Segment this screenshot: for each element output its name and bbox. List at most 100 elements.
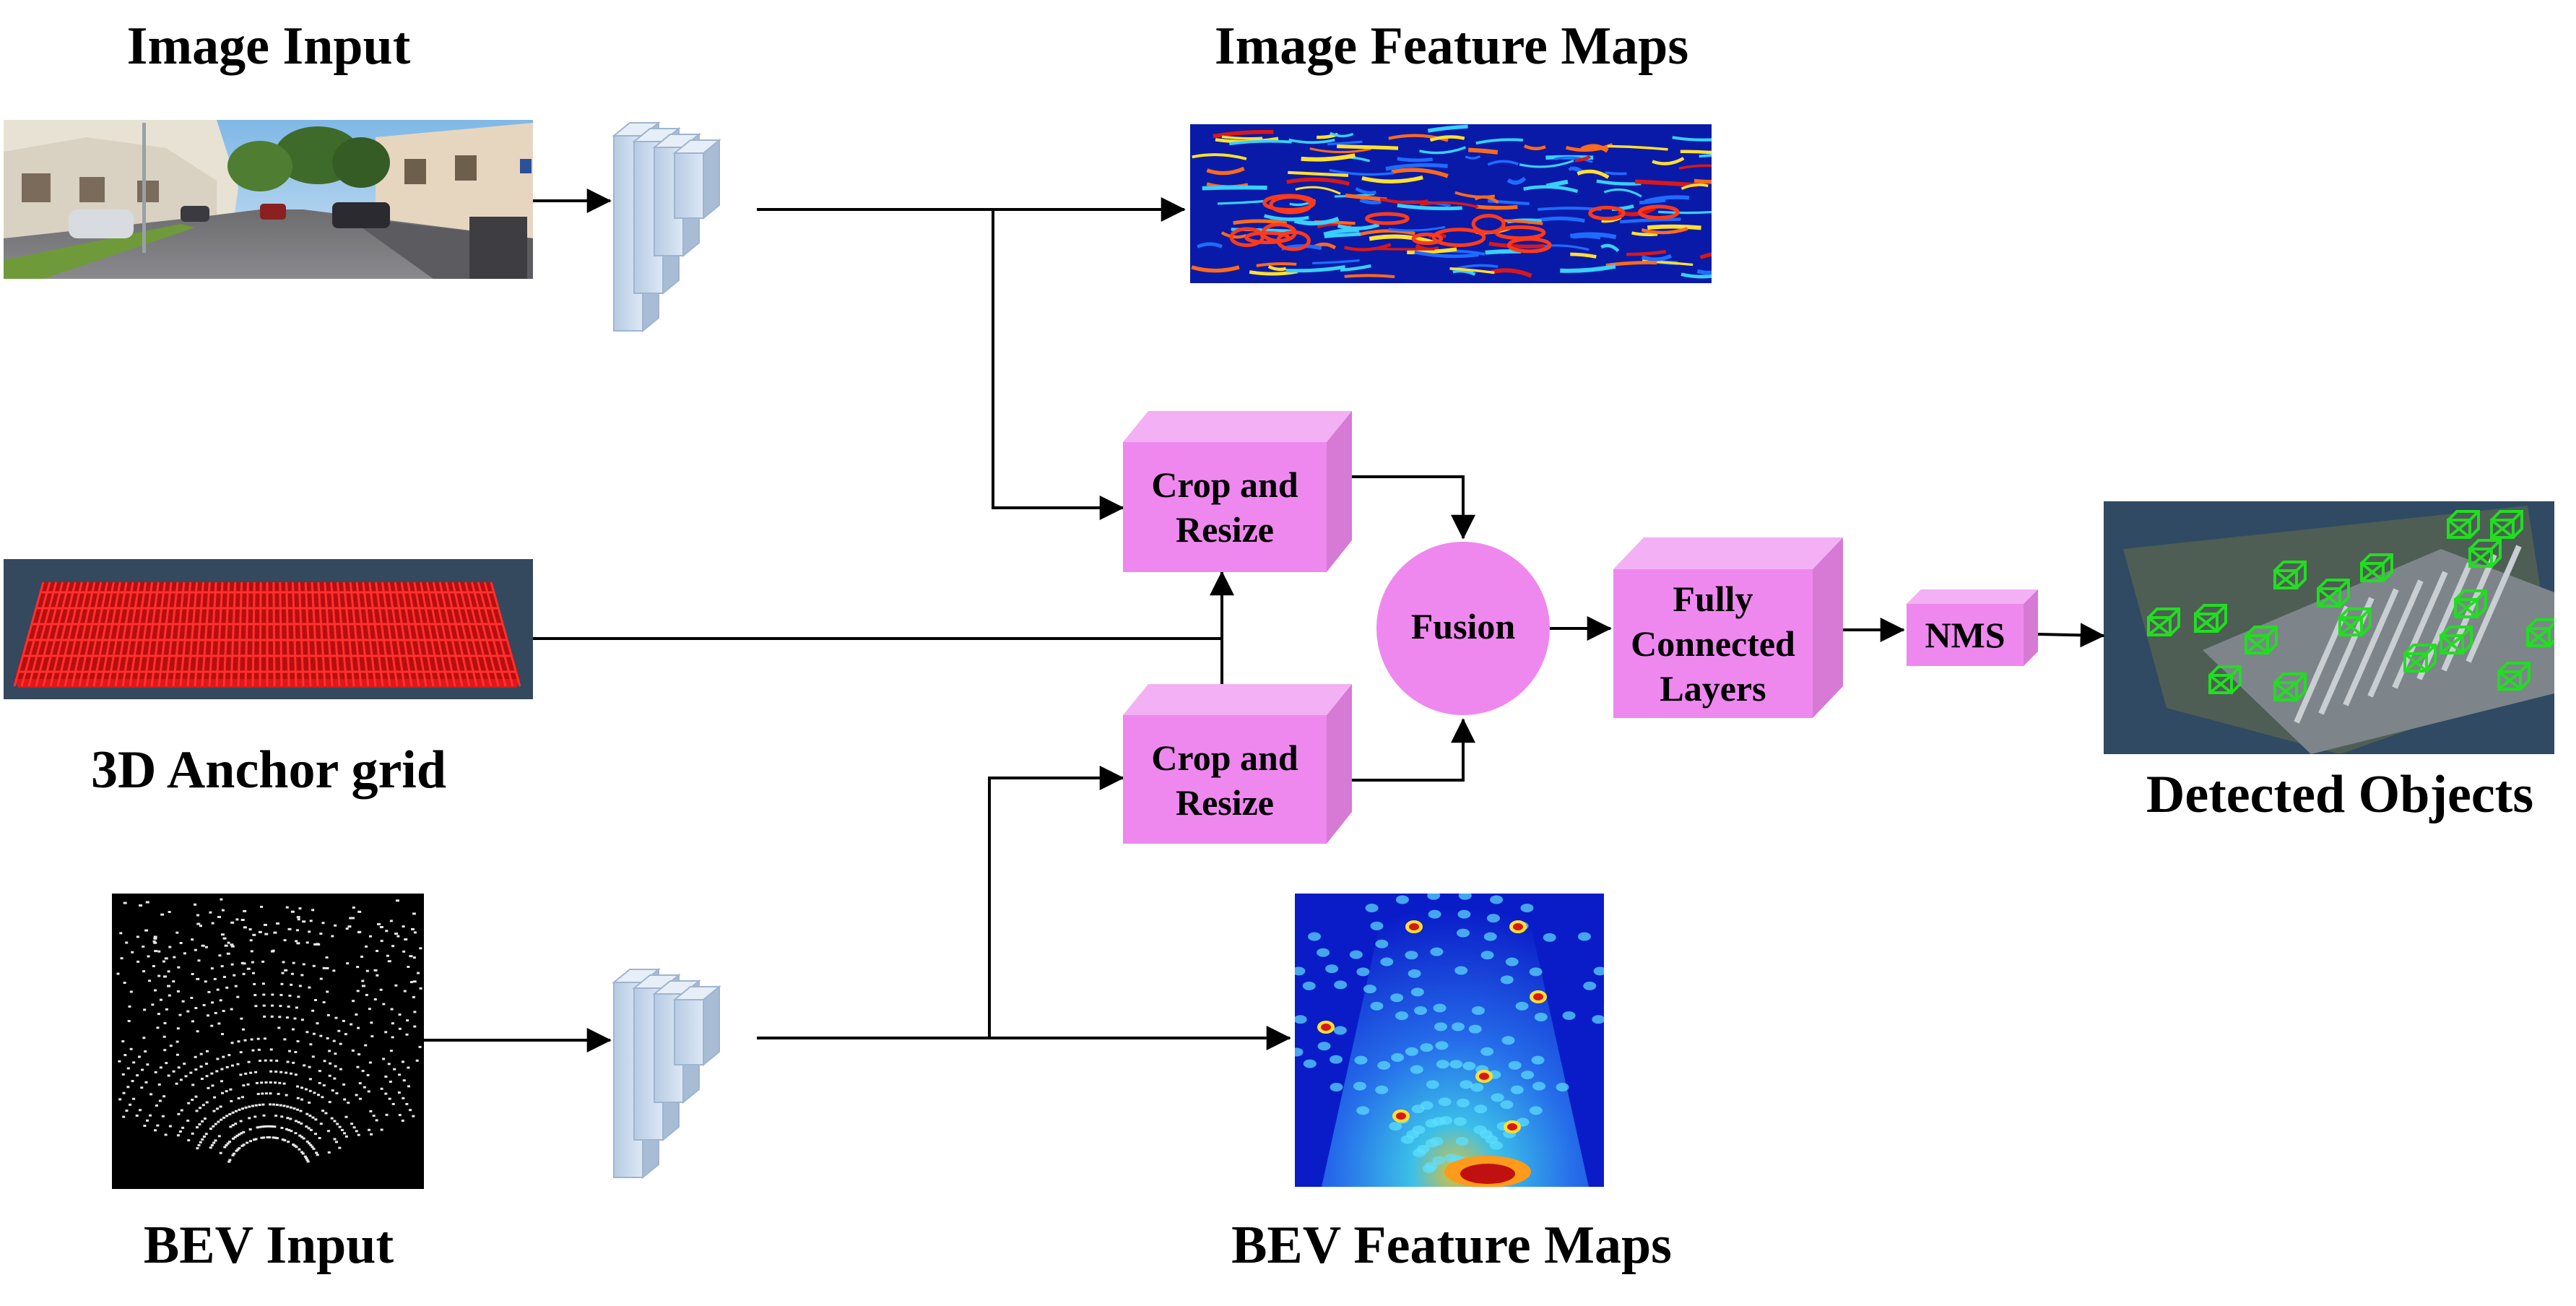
bev-point — [225, 1115, 229, 1117]
bev-point — [172, 1070, 175, 1073]
bev-point — [175, 1040, 179, 1043]
bev-point — [248, 1117, 251, 1120]
bev-point — [220, 1091, 224, 1094]
bev-point — [242, 972, 246, 975]
bev-point — [141, 1068, 144, 1071]
bev-point — [407, 1066, 410, 1069]
anchor-line — [35, 581, 64, 687]
bev-point — [256, 1037, 260, 1040]
feature-hotspot — [1506, 237, 1552, 254]
bev-point — [252, 972, 256, 974]
bev-point — [305, 1156, 308, 1159]
bev-point — [227, 1054, 231, 1057]
bev-point — [131, 1080, 134, 1083]
anchor-line — [317, 581, 326, 687]
feature-streak — [1295, 186, 1341, 195]
detection-box-cross — [2245, 634, 2269, 654]
anchor-line — [64, 581, 90, 687]
bev-point — [308, 1089, 312, 1092]
bev-point — [137, 1055, 141, 1058]
bev-point — [407, 966, 410, 969]
anchor-grid-title: 3D Anchor grid — [91, 740, 446, 800]
anchor-line — [451, 581, 478, 687]
bev-point — [211, 1084, 214, 1087]
detection-box-cross — [2338, 616, 2363, 636]
bev-point — [413, 1025, 417, 1028]
detection-box-cross — [2403, 652, 2428, 673]
bev-point — [241, 1028, 245, 1031]
feature-blob — [1317, 948, 1330, 957]
bev-point — [279, 1104, 282, 1107]
detection-box-edge — [2194, 604, 2227, 633]
bev-point — [240, 1096, 244, 1099]
bev-point — [261, 982, 265, 985]
feature-streak — [1361, 176, 1423, 183]
bev-feature-maps-title: BEV Feature Maps — [1231, 1216, 1672, 1275]
bev-point — [226, 1142, 230, 1145]
bev-point — [217, 1120, 220, 1123]
bev-point — [338, 1146, 342, 1149]
crop-resize-bottom-label-line2: Resize — [1176, 782, 1274, 823]
bev-point — [319, 977, 323, 980]
bev-point — [277, 1092, 280, 1095]
bev-point — [342, 1083, 346, 1086]
bev-point — [281, 972, 285, 974]
bev-point — [314, 999, 318, 1002]
bev-point — [297, 995, 300, 998]
bev-point — [149, 1093, 153, 1096]
feature-streak — [1264, 214, 1309, 221]
bev-point — [275, 1104, 279, 1107]
bev-point — [175, 1053, 179, 1056]
bev-point — [296, 1097, 300, 1099]
bev-point — [312, 1032, 316, 1035]
bev-point — [405, 1033, 409, 1036]
bev-point — [287, 1006, 290, 1008]
feature-blob — [1480, 951, 1494, 960]
fully-connected-node: Fully Connected Layers — [1613, 537, 1843, 718]
bev-point — [334, 924, 337, 927]
bev-point — [258, 1060, 261, 1063]
feature-blob — [1330, 1055, 1343, 1064]
bev-point — [413, 1011, 417, 1013]
anchor-line — [49, 581, 77, 687]
bev-point — [361, 1070, 365, 1073]
bev-point — [282, 961, 285, 964]
bev-point — [191, 1099, 194, 1102]
bev-point — [316, 1094, 320, 1097]
bev-point — [222, 1010, 225, 1013]
bev-point — [252, 1138, 256, 1141]
bev-point — [293, 1144, 297, 1147]
anchor-line — [172, 581, 186, 687]
feature-streak — [1519, 159, 1574, 168]
bev-point — [367, 1090, 370, 1093]
feature-streak — [1288, 170, 1349, 177]
bev-point — [254, 1005, 258, 1008]
bev-point — [242, 1084, 246, 1087]
bev-point — [333, 1120, 337, 1123]
bev-point — [311, 909, 315, 912]
feature-blob — [1562, 1011, 1576, 1021]
bev-point — [369, 1110, 373, 1112]
feature-blob — [1543, 933, 1556, 942]
bev-point — [165, 1062, 168, 1065]
bev-point — [210, 1143, 214, 1146]
crop-resize-top-label-line2: Resize — [1176, 509, 1274, 550]
bev-point — [196, 922, 201, 925]
feature-streak — [1454, 191, 1496, 199]
bev-point — [356, 966, 360, 969]
bev-point — [387, 960, 391, 963]
bev-point — [207, 990, 211, 993]
feature-blob — [1457, 1098, 1470, 1107]
bev-point — [239, 1051, 243, 1054]
bev-point — [274, 1081, 277, 1084]
feature-peak-core — [1460, 1164, 1515, 1184]
bev-point — [279, 1071, 283, 1073]
bev-point — [402, 1079, 406, 1082]
bev-point — [260, 905, 264, 908]
bev-point — [299, 1110, 303, 1112]
bev-point — [295, 1006, 298, 1009]
bev-point — [288, 1050, 292, 1052]
bev-point — [286, 1117, 290, 1120]
anchor-line — [400, 581, 420, 687]
bev-point — [219, 1151, 222, 1154]
